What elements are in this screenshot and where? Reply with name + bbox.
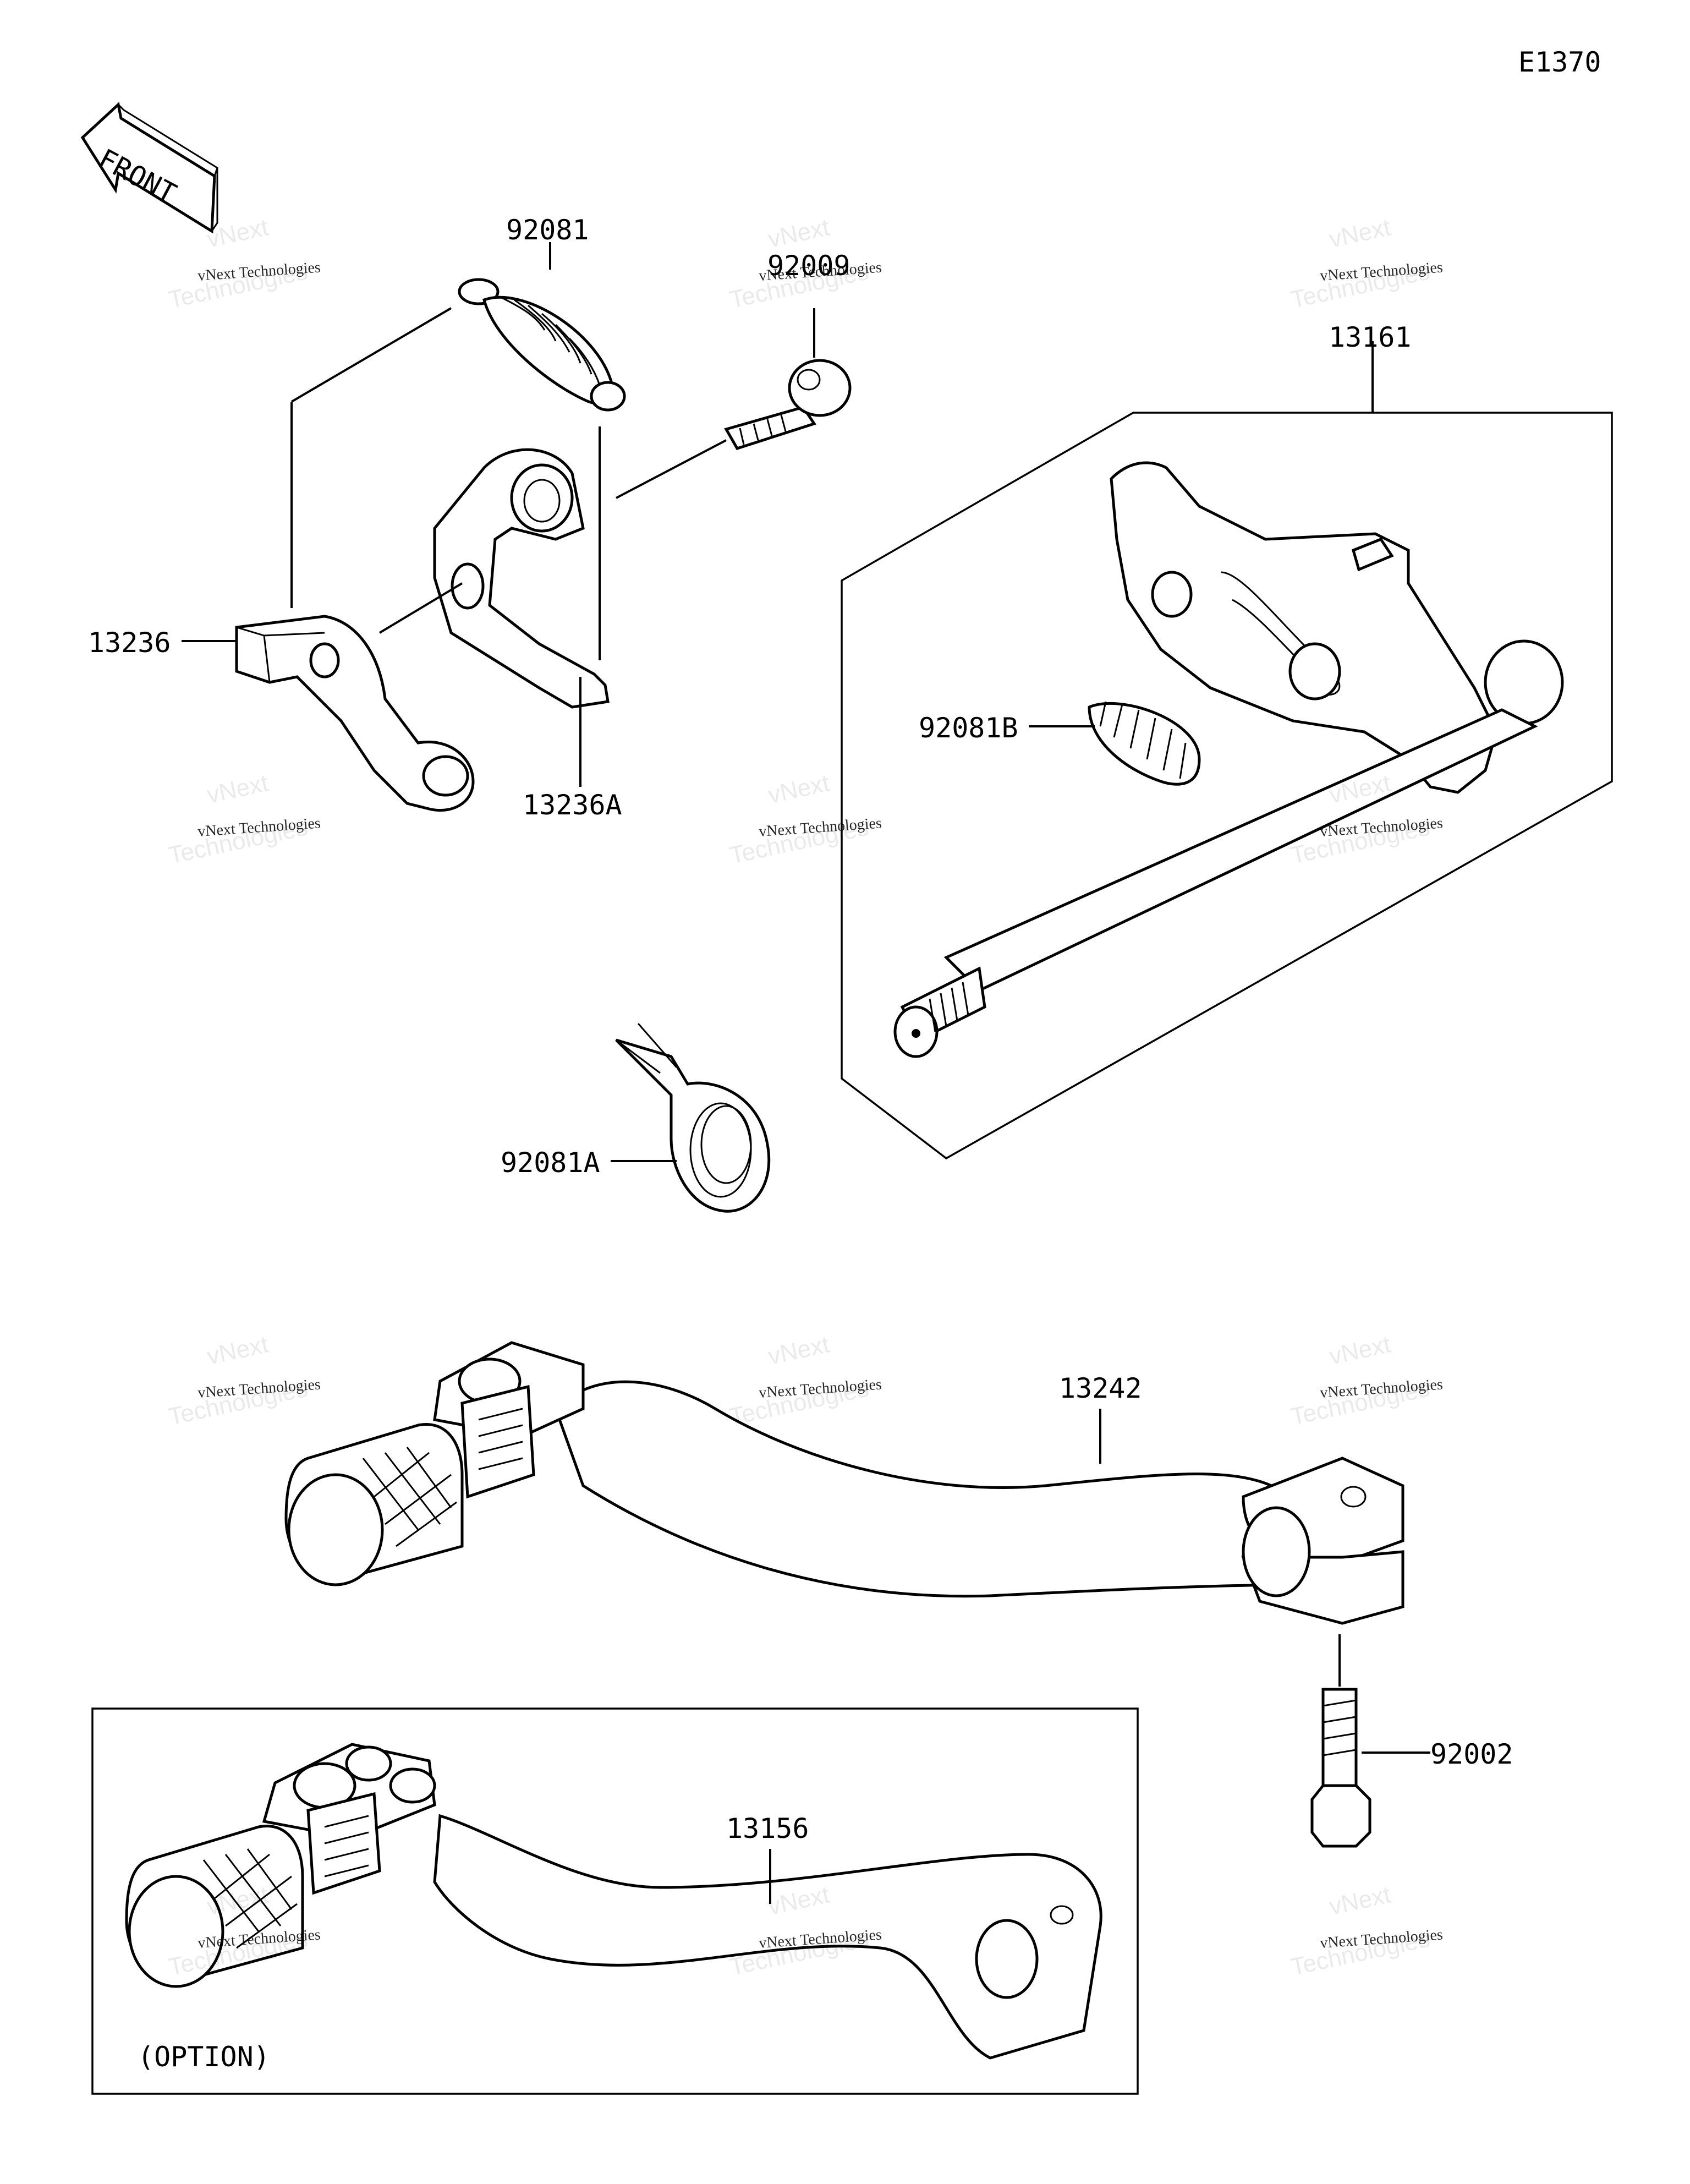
- torsion-spring-92081A: [615, 1023, 771, 1213]
- watermark-line1: vNext: [766, 769, 832, 808]
- watermark-7: vNext vNext Technologies Technologies: [166, 1331, 321, 1430]
- spring-92081B: [1088, 701, 1201, 786]
- watermark-line1: vNext: [766, 1331, 832, 1370]
- option-label: (OPTION): [138, 2041, 270, 2073]
- watermark-9: vNext vNext Technologies Technologies: [1288, 1331, 1444, 1430]
- label-13156: 13156: [726, 1813, 809, 1844]
- label-13161: 13161: [1329, 321, 1412, 353]
- shift-lever-13156: [125, 1743, 1102, 2060]
- watermark-line1: vNext: [205, 769, 271, 808]
- lever-13236: [235, 615, 475, 812]
- label-13236A: 13236A: [523, 789, 622, 821]
- watermark-line1: vNext: [1327, 1331, 1393, 1370]
- watermark-line1: vNext: [1327, 769, 1393, 808]
- option-frame: [91, 1707, 1139, 2095]
- label-13242: 13242: [1059, 1372, 1142, 1404]
- watermark-5: vNext vNext Technologies Technologies: [727, 769, 882, 869]
- bolt-92002: [1310, 1688, 1371, 1848]
- bracket-13236A: [433, 448, 610, 709]
- assembly-frame-13161: [841, 412, 1613, 1160]
- watermark-line1: vNext: [1327, 214, 1393, 253]
- label-13236: 13236: [88, 627, 171, 659]
- watermark-line1: vNext: [205, 1331, 271, 1370]
- watermark-line1: vNext: [1327, 1881, 1393, 1920]
- shift-shaft-13161: [893, 461, 1564, 1058]
- label-92081B: 92081B: [919, 712, 1018, 744]
- watermark-8: vNext vNext Technologies Technologies: [727, 1331, 882, 1430]
- label-92002: 92002: [1430, 1738, 1513, 1770]
- spring-92081: [458, 278, 626, 412]
- watermark-12: vNext vNext Technologies Technologies: [1288, 1881, 1444, 1980]
- shift-lever-13242: [284, 1341, 1404, 1625]
- watermark-3: vNext vNext Technologies Technologies: [1288, 214, 1444, 313]
- label-92009: 92009: [767, 250, 851, 282]
- bolt-92009: [724, 359, 852, 451]
- label-92081A: 92081A: [501, 1147, 600, 1179]
- watermark-line1: vNext: [205, 214, 271, 253]
- watermark-line1: vNext: [766, 214, 832, 253]
- watermark-4: vNext vNext Technologies Technologies: [166, 769, 321, 869]
- diagram-code: E1370: [1518, 46, 1601, 78]
- label-92081: 92081: [506, 214, 589, 246]
- front-arrow-icon: FRONT: [80, 102, 218, 234]
- watermark-1: vNext vNext Technologies Technologies: [166, 214, 321, 313]
